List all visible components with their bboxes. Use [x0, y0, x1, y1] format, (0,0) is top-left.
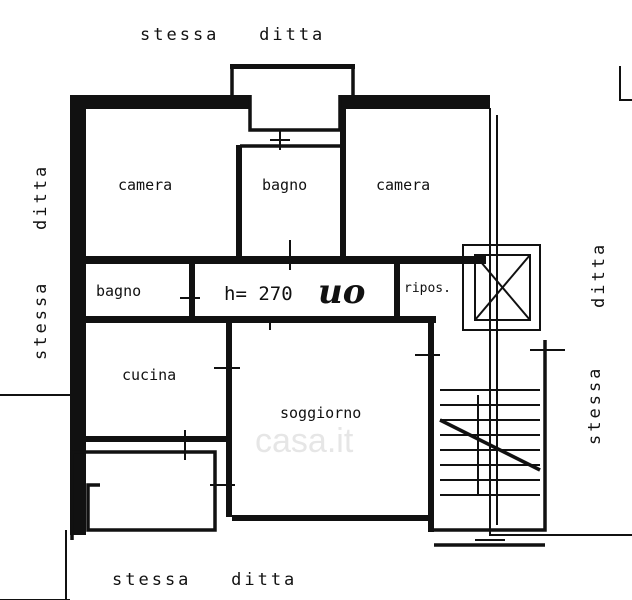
neighbor-label-left-ditta: ditta	[31, 164, 51, 230]
handwritten-mark: uo	[318, 272, 365, 312]
staircase	[439, 389, 541, 510]
room-label-bagno-top: bagno	[262, 176, 307, 194]
room-label-cucina: cucina	[122, 366, 176, 384]
neighbor-label-left-stessa: stessa	[31, 281, 51, 360]
corridor-height-label: h= 270	[224, 283, 293, 305]
neighbor-label-top: stessa ditta	[140, 25, 325, 45]
neighbor-label-bottom: stessa ditta	[112, 570, 297, 590]
room-label-camera-right: camera	[376, 176, 430, 194]
neighbor-label-right-stessa: stessa	[585, 366, 605, 445]
walls	[0, 64, 632, 600]
room-label-ripostiglio: ripos.	[404, 281, 451, 296]
neighbor-label-right-ditta: ditta	[589, 242, 609, 308]
room-label-bagno: bagno	[96, 282, 141, 300]
watermark: casa.it	[255, 422, 354, 460]
room-label-soggiorno: soggiorno	[280, 404, 361, 422]
room-label-camera-left: camera	[118, 176, 172, 194]
